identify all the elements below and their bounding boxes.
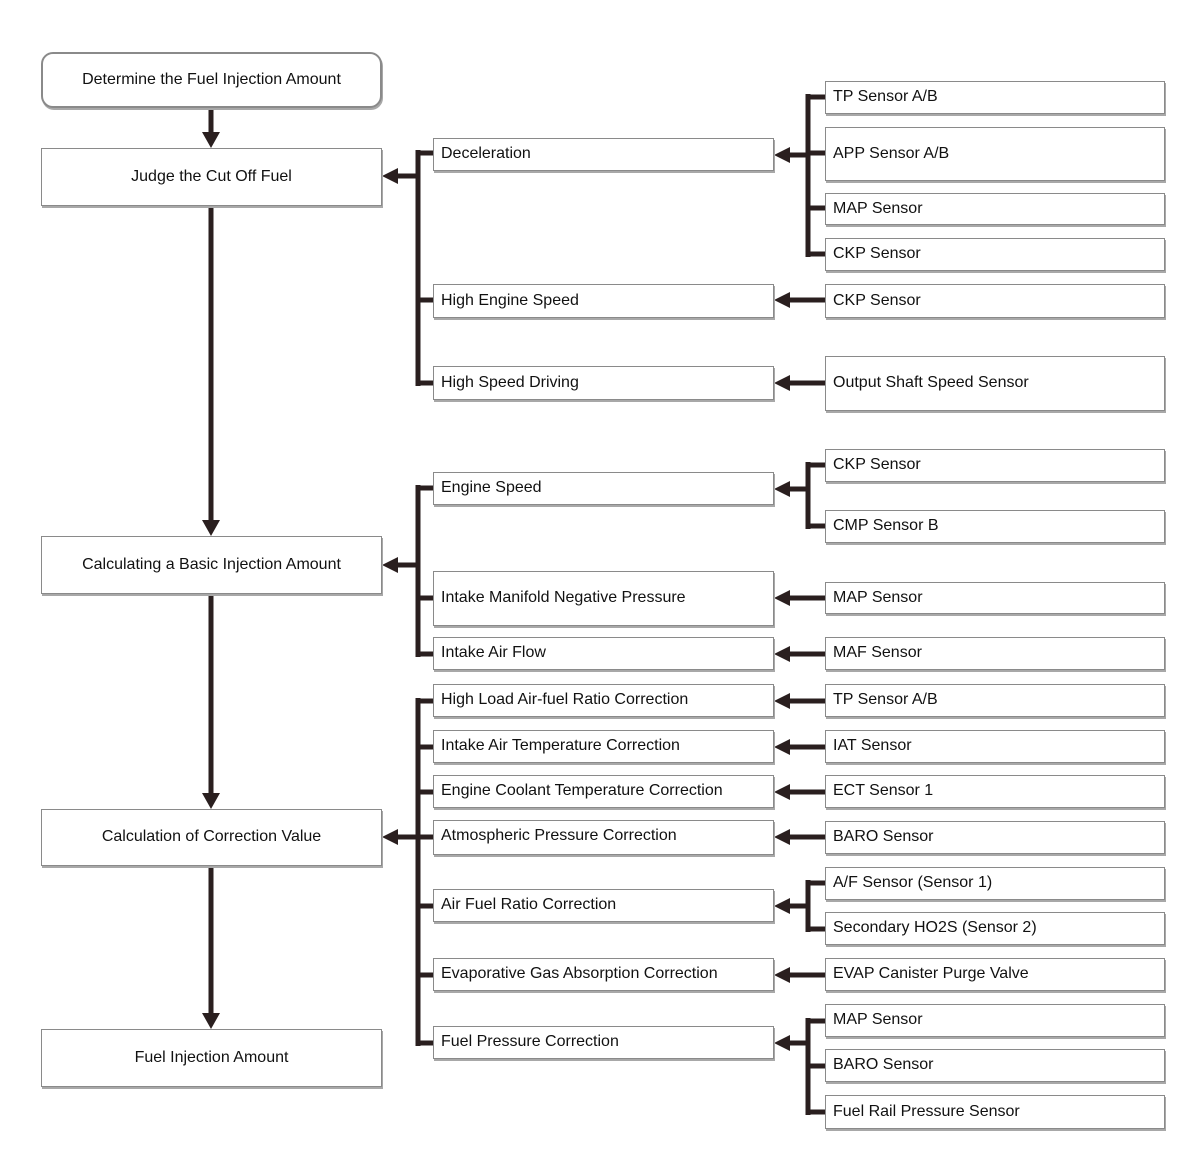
sensor-ckp: CKP Sensor	[825, 284, 1165, 318]
sensor-ect: ECT Sensor 1	[825, 775, 1165, 808]
arrowhead	[774, 646, 790, 662]
judge-cutoff-box: Judge the Cut Off Fuel	[41, 148, 382, 206]
arrowhead	[774, 1035, 790, 1051]
sensor-app: APP Sensor A/B	[825, 127, 1165, 181]
sensor-ckp: CKP Sensor	[825, 238, 1165, 271]
sensor-cmp-b: CMP Sensor B	[825, 510, 1165, 543]
correction-intake-air-temp: Intake Air Temperature Correction	[433, 730, 774, 763]
arrowhead	[774, 481, 790, 497]
sensor-iat: IAT Sensor	[825, 730, 1165, 763]
arrowhead	[202, 793, 220, 809]
arrowhead	[774, 375, 790, 391]
input-intake-manifold-pressure: Intake Manifold Negative Pressure	[433, 571, 774, 626]
arrowhead	[774, 898, 790, 914]
correction-fuel-pressure: Fuel Pressure Correction	[433, 1026, 774, 1059]
condition-deceleration: Deceleration	[433, 138, 774, 171]
arrowhead	[774, 784, 790, 800]
correction-high-load: High Load Air-fuel Ratio Correction	[433, 684, 774, 717]
sensor-ckp: CKP Sensor	[825, 449, 1165, 482]
arrowhead	[382, 829, 398, 845]
input-intake-air-flow: Intake Air Flow	[433, 637, 774, 670]
input-engine-speed: Engine Speed	[433, 472, 774, 505]
arrowhead	[774, 693, 790, 709]
start-box: Determine the Fuel Injection Amount	[41, 52, 382, 108]
sensor-ho2s: Secondary HO2S (Sensor 2)	[825, 912, 1165, 945]
arrowhead	[774, 292, 790, 308]
sensor-baro: BARO Sensor	[825, 1049, 1165, 1082]
arrowhead	[202, 132, 220, 148]
basic-injection-box: Calculating a Basic Injection Amount	[41, 536, 382, 594]
correction-evaporative: Evaporative Gas Absorption Correction	[433, 958, 774, 991]
correction-value-box: Calculation of Correction Value	[41, 809, 382, 866]
correction-coolant-temp: Engine Coolant Temperature Correction	[433, 775, 774, 808]
result-box: Fuel Injection Amount	[41, 1029, 382, 1087]
arrowhead	[774, 967, 790, 983]
arrowhead	[202, 1013, 220, 1029]
sensor-maf: MAF Sensor	[825, 637, 1165, 670]
sensor-af: A/F Sensor (Sensor 1)	[825, 867, 1165, 900]
sensor-evap-purge-valve: EVAP Canister Purge Valve	[825, 958, 1165, 991]
sensor-map: MAP Sensor	[825, 582, 1165, 614]
sensor-map: MAP Sensor	[825, 193, 1165, 225]
sensor-tp: TP Sensor A/B	[825, 81, 1165, 114]
arrowhead	[774, 147, 790, 163]
arrowhead	[202, 520, 220, 536]
sensor-tp: TP Sensor A/B	[825, 684, 1165, 717]
arrowhead	[382, 168, 398, 184]
sensor-baro: BARO Sensor	[825, 821, 1165, 854]
sensor-fuel-rail-pressure: Fuel Rail Pressure Sensor	[825, 1095, 1165, 1129]
arrowhead	[382, 557, 398, 573]
condition-high-engine-speed: High Engine Speed	[433, 284, 774, 318]
correction-air-fuel-ratio: Air Fuel Ratio Correction	[433, 889, 774, 922]
sensor-output-shaft-speed: Output Shaft Speed Sensor	[825, 356, 1165, 411]
sensor-map: MAP Sensor	[825, 1004, 1165, 1037]
arrowhead	[774, 739, 790, 755]
correction-atmospheric: Atmospheric Pressure Correction	[433, 820, 774, 855]
arrowhead	[774, 829, 790, 845]
condition-high-speed-driving: High Speed Driving	[433, 366, 774, 400]
arrowhead	[774, 590, 790, 606]
